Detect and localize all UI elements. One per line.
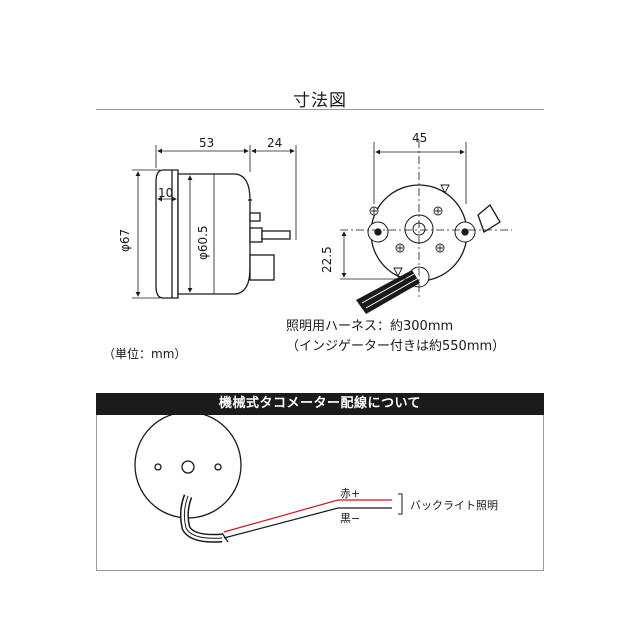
dim-length-53: 53 <box>199 136 215 150</box>
dim-offset-22-5: 22.5 <box>320 246 334 273</box>
side-view-drawing <box>155 169 291 299</box>
title-divider <box>96 109 544 110</box>
wiring-frame <box>96 415 544 571</box>
red-wire <box>223 499 392 533</box>
wiring-lines <box>223 493 403 539</box>
black-wire-label: 黒− <box>340 512 361 525</box>
harness-note-line2: （インジゲーター付きは約550mm） <box>286 339 506 354</box>
dim-back-24: 24 <box>267 136 283 150</box>
unit-note: （単位：mm） <box>103 347 187 361</box>
dim-rear-width-45: 45 <box>412 131 428 145</box>
dim-outer-diameter: φ67 <box>118 228 132 252</box>
black-wire <box>223 507 392 539</box>
harness-note-line1: 照明用ハーネス：約300mm <box>286 319 454 334</box>
red-wire-label: 赤+ <box>340 487 361 500</box>
dim-case-diameter: φ60.5 <box>196 225 210 260</box>
rear-view-dimensions <box>340 140 512 300</box>
section-title: 寸法図 <box>293 91 347 111</box>
wiring-banner: 機械式タコメーター配線について <box>96 393 544 415</box>
dim-bezel-10: 10 <box>158 186 174 200</box>
backlight-label: バックライト照明 <box>410 499 498 512</box>
side-view-dimensions <box>132 145 297 299</box>
rear-view-drawing <box>356 184 501 314</box>
wiring-gauge <box>134 411 242 543</box>
